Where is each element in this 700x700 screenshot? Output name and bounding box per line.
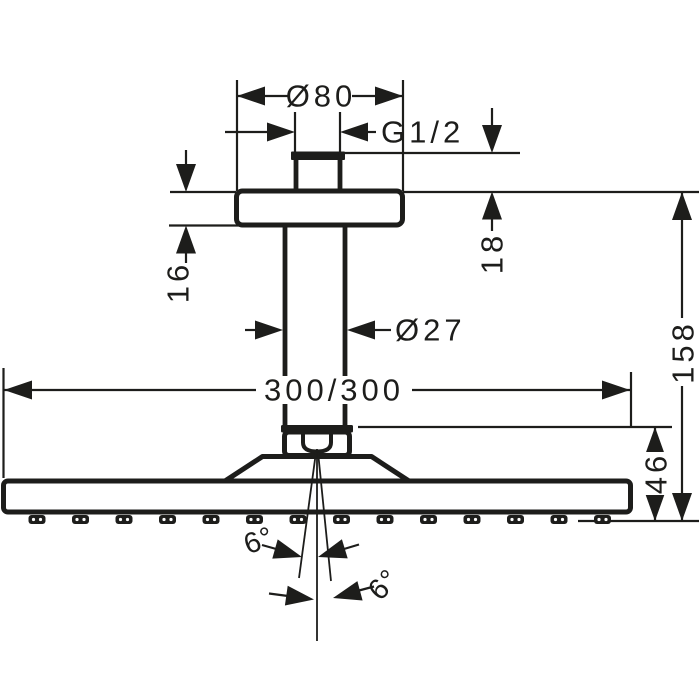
nozzle-dot bbox=[386, 517, 391, 522]
nozzle-dot bbox=[336, 517, 340, 522]
nozzle-dot bbox=[249, 517, 253, 522]
nozzle bbox=[72, 515, 89, 524]
arrow-left-icon bbox=[347, 320, 375, 340]
arrow-up-icon bbox=[672, 192, 692, 220]
nozzle-dot bbox=[31, 517, 36, 522]
arrow-right-icon bbox=[602, 380, 630, 400]
shower-head bbox=[1, 454, 633, 524]
nozzle-dot bbox=[292, 517, 297, 522]
dim-pipe-diameter: Ø27 bbox=[245, 313, 466, 348]
angle-annotation-lower: 6° bbox=[268, 563, 406, 607]
nozzle-dot bbox=[38, 517, 43, 522]
shower-arm bbox=[234, 151, 405, 458]
nozzle bbox=[333, 515, 350, 524]
arrow-up-icon bbox=[176, 225, 196, 254]
dim-label-thread: G1/2 bbox=[381, 115, 464, 150]
nozzle bbox=[246, 515, 263, 524]
arrow-right-icon bbox=[272, 539, 302, 559]
dim-label-head-size: 300/300 bbox=[264, 373, 404, 408]
dim-flange-height: 16 bbox=[161, 150, 196, 303]
dim-label-overall-height: 158 bbox=[666, 320, 700, 384]
dim-label-thread-height: 18 bbox=[475, 232, 510, 274]
nozzle-dot bbox=[473, 517, 478, 522]
nozzle-dot bbox=[597, 517, 601, 522]
nozzle-dot bbox=[205, 517, 210, 522]
angle-label-upper: 6° bbox=[240, 521, 279, 561]
nozzle bbox=[594, 515, 611, 524]
label-mask bbox=[669, 318, 695, 386]
arrow-right-icon bbox=[375, 86, 403, 106]
nozzle-dot bbox=[343, 517, 347, 522]
dim-label-flange-height: 16 bbox=[161, 261, 196, 303]
nozzle-dot bbox=[604, 517, 608, 522]
nozzle-dot bbox=[430, 517, 434, 522]
nozzle-dot bbox=[517, 517, 521, 522]
label-mask bbox=[642, 452, 668, 495]
dim-thread-height: 18 bbox=[475, 108, 510, 274]
dim-label-pipe-diameter: Ø27 bbox=[395, 313, 466, 348]
nozzle bbox=[463, 515, 481, 524]
nozzle bbox=[202, 515, 220, 524]
nozzle-dot bbox=[510, 517, 514, 522]
arrow-left-icon bbox=[4, 380, 32, 400]
nozzle-dot bbox=[82, 517, 86, 522]
nozzle-dot bbox=[125, 517, 130, 522]
dim-overall-height: 158 bbox=[666, 192, 700, 521]
arrow-down-icon bbox=[672, 493, 692, 521]
ceiling-flange bbox=[234, 188, 405, 228]
angle-label-lower: 6° bbox=[362, 563, 406, 607]
spray-line-right bbox=[317, 451, 332, 582]
arrow-down-icon bbox=[645, 493, 665, 521]
leader-line bbox=[343, 543, 360, 551]
nozzle-dot bbox=[212, 517, 217, 522]
arrow-down-icon bbox=[482, 125, 502, 153]
nozzle-dot bbox=[256, 517, 260, 522]
nozzle bbox=[115, 515, 133, 524]
nozzle bbox=[550, 515, 568, 524]
nozzle-dot bbox=[299, 517, 304, 522]
nozzle-dot bbox=[169, 517, 173, 522]
angle-annotation-upper: 6° bbox=[240, 521, 360, 561]
dim-flange-diameter: Ø80 bbox=[235, 79, 405, 191]
nozzle bbox=[507, 515, 524, 524]
dim-label-flange-diameter: Ø80 bbox=[286, 79, 357, 114]
nozzle bbox=[289, 515, 307, 524]
arrow-left-icon bbox=[333, 581, 363, 601]
nozzle-strip bbox=[28, 515, 611, 524]
nozzle-dot bbox=[75, 517, 79, 522]
nozzle-dot bbox=[379, 517, 384, 522]
arrow-right-icon bbox=[284, 585, 314, 606]
dim-head-size: 300/300 bbox=[2, 368, 633, 478]
dim-thread: G1/2 bbox=[225, 112, 464, 156]
label-mask bbox=[258, 376, 410, 404]
arrow-left-icon bbox=[237, 86, 265, 106]
nozzle bbox=[28, 515, 46, 524]
nozzle-dot bbox=[560, 517, 565, 522]
nozzle bbox=[159, 515, 176, 524]
arrow-right-icon bbox=[255, 320, 283, 340]
dim-label-head-height: 46 bbox=[639, 452, 674, 494]
leader-line bbox=[268, 592, 289, 598]
nozzle-dot bbox=[423, 517, 427, 522]
arrow-right-icon bbox=[267, 122, 295, 142]
nozzle bbox=[376, 515, 394, 524]
nozzle bbox=[420, 515, 437, 524]
dim-head-height: 46 bbox=[639, 427, 674, 521]
arrow-up-icon bbox=[482, 191, 502, 220]
nozzle-dot bbox=[118, 517, 123, 522]
thread-connector-top bbox=[291, 151, 345, 160]
arrow-down-icon bbox=[176, 164, 196, 192]
nozzle-dot bbox=[466, 517, 471, 522]
arrow-up-icon bbox=[645, 427, 665, 455]
leader-line bbox=[358, 585, 375, 592]
arrow-left-icon bbox=[340, 122, 368, 142]
nozzle-dot bbox=[162, 517, 166, 522]
arrow-left-icon bbox=[318, 539, 348, 559]
nozzle-dot bbox=[553, 517, 558, 522]
